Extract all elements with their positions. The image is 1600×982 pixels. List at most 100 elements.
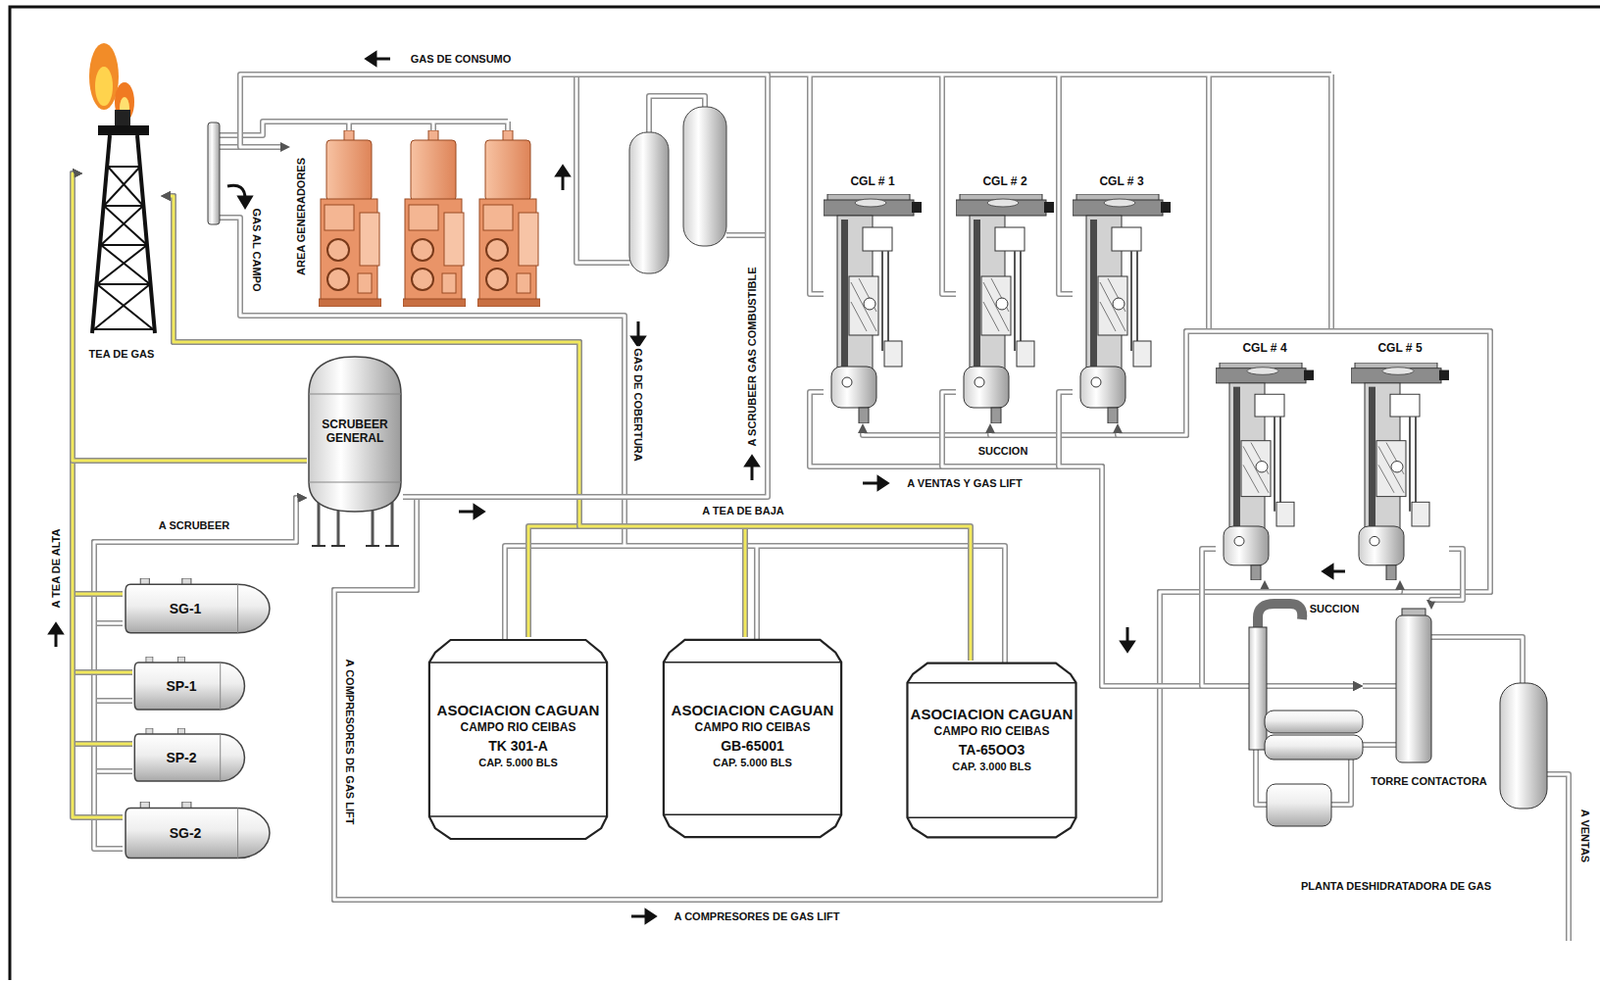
pipe-bore [576, 74, 630, 263]
separator-vessel: SG-2 [122, 803, 272, 863]
dehydration-plant [1264, 710, 1363, 734]
pipe-outline [1058, 74, 1073, 295]
flow-arrows [458, 510, 476, 514]
scrubber-vessel: SCRUBEER GENERAL [306, 358, 403, 506]
flare-tower [89, 43, 119, 110]
pipe-connector [94, 498, 300, 772]
pipe-bore [1430, 637, 1523, 684]
pipe-bore [1331, 759, 1351, 805]
pipe-label: A SCRUBEER GAS COMBUSTIBLE [746, 265, 759, 450]
compressor-unit: CGL # 1 [823, 174, 922, 424]
equipment-label: ASOCIACION CAGUAN [437, 701, 600, 719]
equipment-label: CGL # 4 [1242, 342, 1287, 356]
generator-units [477, 130, 541, 307]
pipe-connector [334, 331, 1491, 900]
compressor-drawings [955, 194, 1054, 424]
tank-drawings [429, 640, 607, 840]
equipment-label: TORRE CONTACTORA [1370, 775, 1488, 789]
pipe-outline [753, 546, 760, 640]
pipe-wall [72, 173, 307, 461]
flow-arrows [632, 337, 645, 347]
separator-vessel: SG-1 [122, 580, 272, 638]
tank-drawings [906, 663, 1076, 839]
flow-arrows [474, 505, 484, 518]
scrubber-drawing [311, 545, 400, 548]
pipe-bore [755, 546, 759, 640]
equipment-label: TK 301-A [488, 738, 549, 754]
separator-vessel: SP-2 [132, 730, 247, 786]
flow-arrows [637, 321, 641, 339]
pipe-outline [1362, 683, 1397, 690]
equipment-label: TA-65OO3 [958, 742, 1025, 758]
pipe-bore [72, 173, 133, 673]
dehydration-plant [1500, 683, 1548, 809]
pipe-connector [72, 173, 307, 461]
pipe-outline [219, 144, 241, 150]
pipe-wall [72, 173, 133, 673]
pipe-connector [809, 392, 1355, 687]
pipe-bore [809, 392, 1353, 687]
pipe-label: GAS AL CAMPO [250, 206, 264, 295]
pipe-bore [334, 331, 1491, 900]
pipe-outline [942, 74, 956, 295]
generator-units [402, 130, 466, 307]
page-frame [9, 6, 1600, 981]
pipe-wall [72, 173, 123, 595]
pipe-label: A VENTAS [1579, 807, 1593, 865]
pipe-bore [94, 498, 298, 772]
flow-arrows [556, 166, 569, 176]
equipment-label: ASOCIACION CAGUAN [910, 705, 1074, 723]
pipe-bore [1431, 549, 1463, 601]
pipe-connector [334, 331, 1491, 900]
pipe-label: A TEA DE BAJA [700, 504, 787, 518]
flow-arrows [878, 477, 888, 490]
flow-arrows [746, 456, 758, 466]
pipe-wall [334, 331, 1491, 900]
separator-drawings [125, 578, 270, 634]
pipe-bore [767, 73, 1332, 77]
equipment-label: CAMPO RIO CEIBAS [459, 721, 576, 736]
flare-tower [98, 125, 150, 136]
pipe-bore [1362, 744, 1397, 748]
pipe-connector [1058, 392, 1355, 687]
flow-arrows [1121, 642, 1134, 651]
pipe-label: PLANTA DESHIDRATADORA DE GAS [1299, 880, 1494, 894]
manifold [207, 122, 220, 225]
pipe-bore [334, 497, 1265, 900]
equipment-label: AREA GENERADORES [295, 157, 308, 276]
pipe-outline [219, 121, 508, 136]
pipe-label: SUCCION [1307, 602, 1362, 616]
pipe-wall [334, 331, 1491, 900]
pipe-bore [219, 74, 1569, 942]
equipment-label: CAP. 3.000 BLS [951, 760, 1032, 774]
pipe-wall [334, 331, 1491, 900]
pipe-bore [219, 146, 241, 150]
pipe-bore [432, 121, 436, 131]
separator-vessel: SP-1 [132, 658, 247, 715]
pipe-bore [334, 331, 1491, 900]
equipment-label: SP-1 [165, 678, 197, 695]
flare-tower [89, 43, 155, 334]
scrubber-drawing [308, 356, 401, 547]
flare-tower [114, 109, 131, 128]
storage-tank: ASOCIACION CAGUAN CAMPO RIO CEIBAS TK 301-… [421, 637, 615, 843]
fuel-gas-scrubbers [629, 106, 727, 274]
pipe-bore [1207, 74, 1211, 332]
pipe-label: A COMPRESORES DE GAS LIFT [344, 657, 357, 828]
pipe-wall [1058, 392, 1355, 687]
pipe-label: A VENTAS Y GAS LIFT [904, 477, 1025, 491]
compressor-drawings [1350, 362, 1450, 581]
pipe-label: SUCCION [976, 445, 1031, 458]
pipe-bore [942, 392, 1353, 687]
flare-tower [94, 166, 153, 330]
equipment-label: CAMPO RIO CEIBAS [694, 721, 810, 736]
connector-group [72, 74, 1491, 900]
separator-drawings [125, 801, 270, 859]
pipe-connector [1201, 549, 1355, 687]
dehydration-plant [1249, 627, 1267, 750]
pipe-wall [809, 392, 1355, 687]
separator-drawings [125, 578, 270, 859]
pipe-bore [72, 173, 307, 461]
separator-drawings [134, 656, 245, 710]
